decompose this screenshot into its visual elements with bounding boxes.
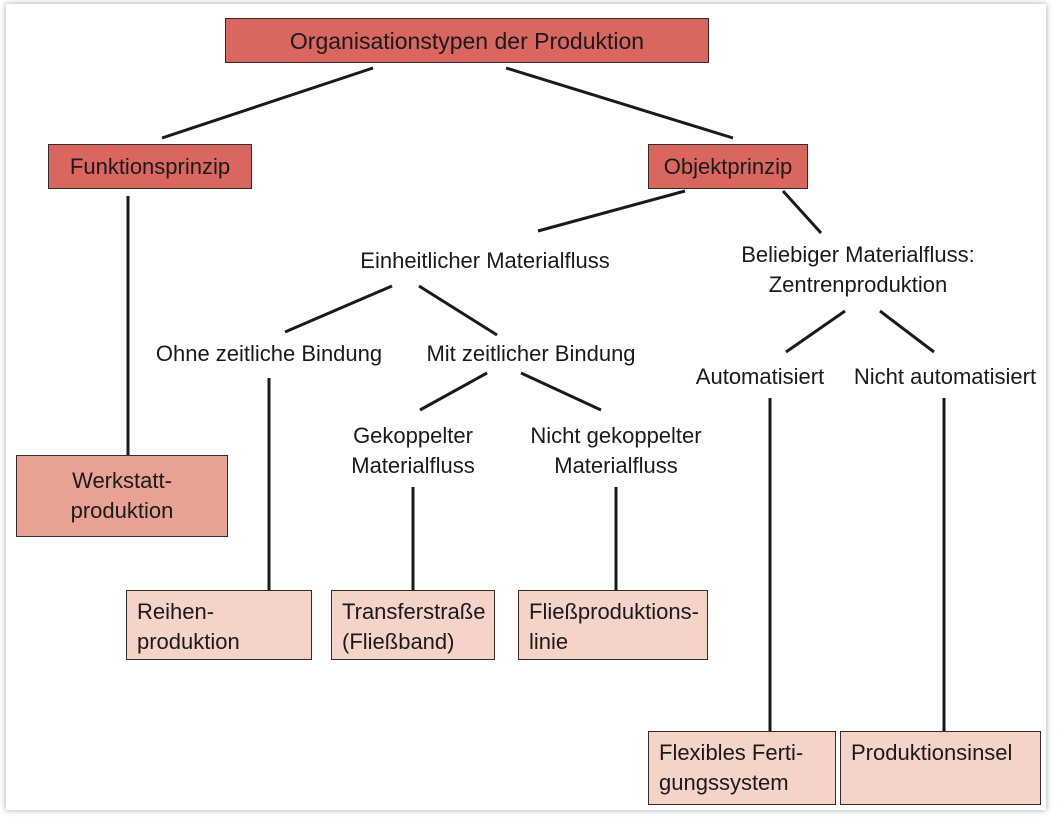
- edge-root-funktion: [161, 66, 374, 140]
- node-root: Organisationstypen der Produktion: [225, 18, 709, 63]
- node-nicht-gekoppelt: Nicht gekoppelter Materialfluss: [530, 423, 702, 478]
- edge-mit-nichtgekoppelt: [520, 371, 602, 412]
- node-produktionsinsel: Produktionsinsel: [840, 731, 1041, 805]
- node-gekoppelt: Gekoppelter Materialfluss: [351, 423, 475, 478]
- node-reihenproduktion: Reihen- produktion: [126, 590, 312, 660]
- diagram-frame: [6, 4, 1046, 810]
- node-flexibles-fertigungssystem: Flexibles Ferti- gungssystem: [648, 731, 836, 805]
- edge-beliebig-auto: [785, 309, 846, 354]
- edge-beliebig-nichtauto: [879, 309, 935, 354]
- edge-root-objekt: [505, 66, 734, 140]
- edge-einheitlich-mit: [418, 284, 498, 337]
- edge-einheitlich-ohne: [284, 284, 393, 334]
- edge-objekt-einheitlich: [537, 189, 686, 233]
- node-fliessproduktionslinie: Fließproduktions- linie: [518, 590, 708, 660]
- edge-mit-gekoppelt: [419, 371, 488, 412]
- node-einheitlich: Einheitlicher Materialfluss: [360, 248, 610, 273]
- node-funktionsprinzip: Funktionsprinzip: [48, 144, 252, 189]
- node-automatisiert: Automatisiert: [695, 364, 825, 389]
- node-nicht-automatisiert: Nicht automatisiert: [853, 364, 1037, 389]
- node-mit-bindung: Mit zeitlicher Bindung: [426, 341, 636, 366]
- node-ohne-bindung: Ohne zeitliche Bindung: [155, 341, 383, 366]
- node-werkstattproduktion: Werkstatt- produktion: [16, 455, 228, 537]
- node-objektprinzip: Objektprinzip: [648, 144, 808, 189]
- node-transferstrasse: Transferstraße (Fließband): [331, 590, 495, 660]
- node-beliebig: Beliebiger Materialfluss: Zentrenprodukt…: [741, 242, 975, 297]
- edge-objekt-beliebig: [781, 189, 823, 235]
